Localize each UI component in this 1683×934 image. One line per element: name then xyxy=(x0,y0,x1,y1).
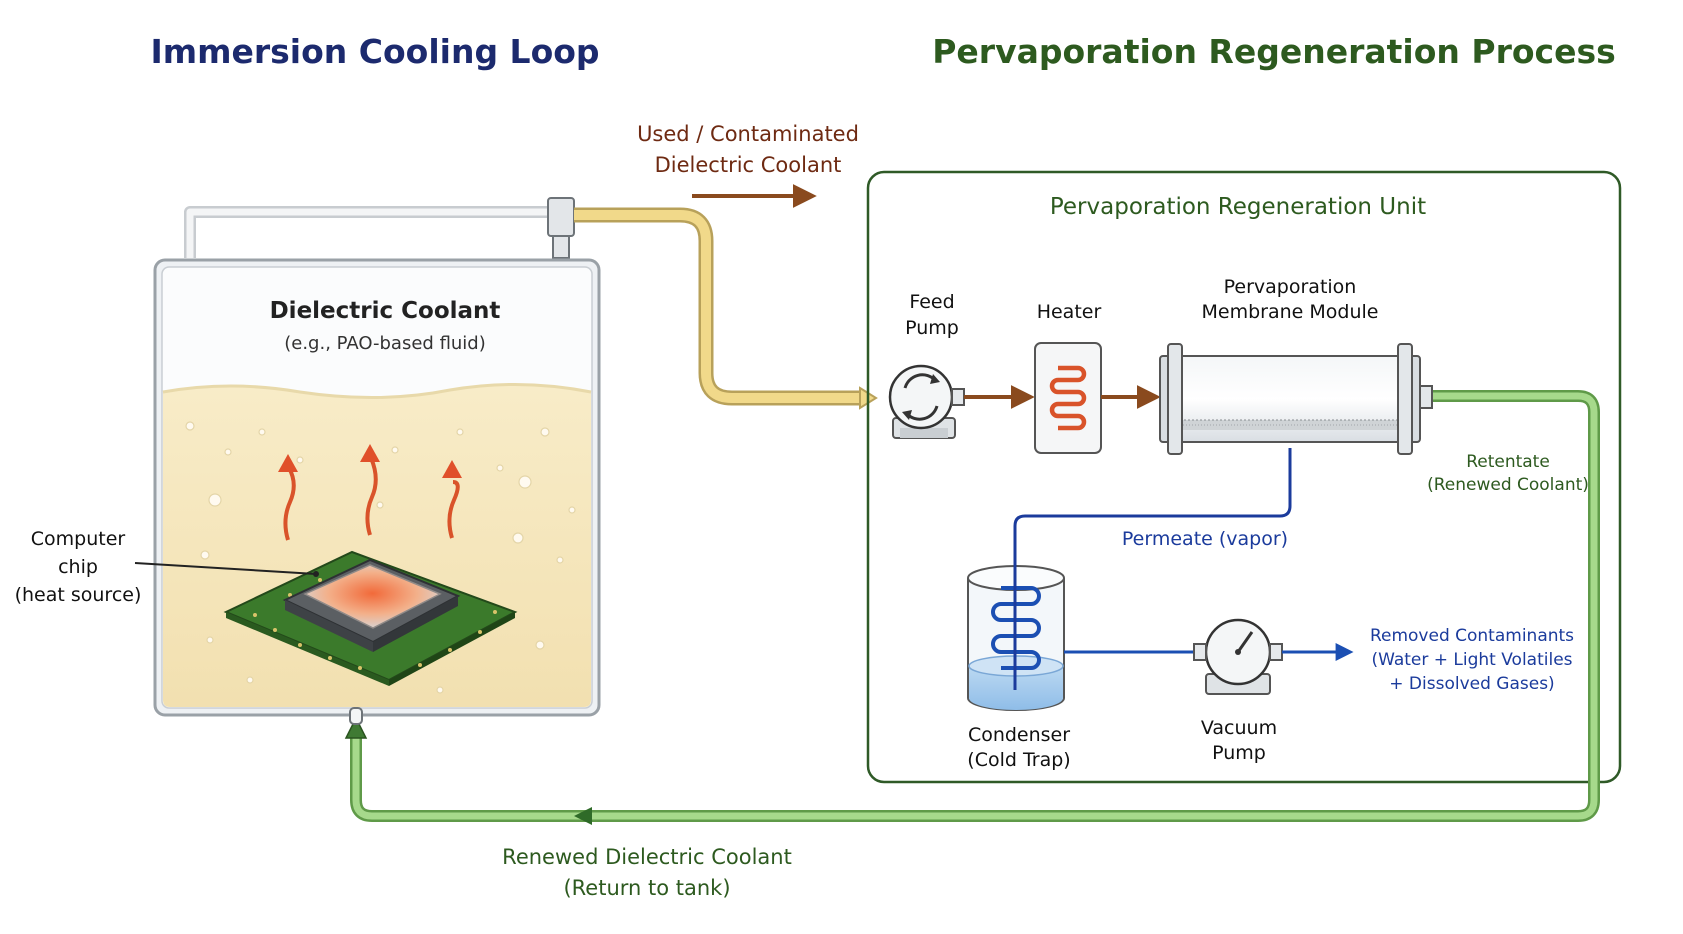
membrane-label-1: Pervaporation xyxy=(1224,276,1357,298)
removed-label-2: (Water + Light Volatiles xyxy=(1371,650,1572,670)
condenser-label-1: Condenser xyxy=(968,724,1070,746)
heat-rising-arrows xyxy=(278,444,462,541)
chip-label-1: Computer xyxy=(31,528,126,550)
chip-label-3: (heat source) xyxy=(15,584,142,606)
used-coolant-pipe xyxy=(574,207,878,410)
tank-top-pipe xyxy=(184,197,575,259)
regeneration-unit-box xyxy=(866,170,1622,784)
removed-label-3: + Dissolved Gases) xyxy=(1389,674,1554,694)
membrane-label-2: Membrane Module xyxy=(1202,301,1379,323)
vacuum-pump xyxy=(1193,618,1283,695)
title-right: Pervaporation Regeneration Process xyxy=(932,32,1616,71)
condenser xyxy=(967,560,1065,711)
renewed-coolant-label-2: (Return to tank) xyxy=(563,876,730,900)
feed-pump xyxy=(888,364,965,439)
membrane-module xyxy=(1159,343,1433,455)
title-left: Immersion Cooling Loop xyxy=(150,32,599,71)
used-coolant-label-2: Dielectric Coolant xyxy=(655,153,842,177)
renewed-coolant-pipe xyxy=(344,390,1600,825)
condenser-label-2: (Cold Trap) xyxy=(967,749,1070,771)
fluid-name: Dielectric Coolant xyxy=(270,298,501,324)
feed-pump-label-2: Pump xyxy=(905,317,959,339)
chip-label-2: chip xyxy=(58,556,98,578)
used-coolant-label-1: Used / Contaminated xyxy=(637,122,859,146)
chip-leader-line xyxy=(134,562,317,575)
coolant-bubbles xyxy=(185,421,576,694)
removed-label-1: Removed Contaminants xyxy=(1370,626,1574,646)
fluid-example: (e.g., PAO-based fluid) xyxy=(284,333,486,354)
heater-label: Heater xyxy=(1037,301,1102,323)
permeate-label: Permeate (vapor) xyxy=(1122,528,1288,550)
retentate-label-1: Retentate xyxy=(1466,452,1550,472)
vacuum-pump-label-1: Vacuum xyxy=(1201,717,1277,739)
unit-title: Pervaporation Regeneration Unit xyxy=(1050,194,1426,220)
permeate-line xyxy=(1013,448,1292,690)
feed-pump-label-1: Feed xyxy=(909,291,954,313)
renewed-coolant-label-1: Renewed Dielectric Coolant xyxy=(502,845,792,869)
vacuum-pump-label-2: Pump xyxy=(1212,742,1266,764)
retentate-label-2: (Renewed Coolant) xyxy=(1427,475,1589,495)
heater xyxy=(1034,342,1102,454)
computer-chip xyxy=(223,550,518,686)
